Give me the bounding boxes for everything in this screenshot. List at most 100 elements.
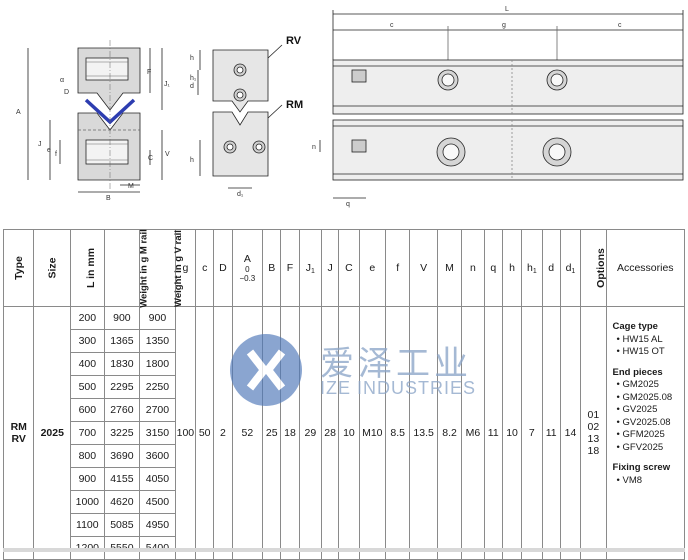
cell-length: 300 bbox=[70, 329, 105, 353]
cell-weight-v: 4500 bbox=[139, 490, 176, 514]
accessory-group-title: Cage type bbox=[612, 321, 658, 332]
cell-f: 18 bbox=[280, 306, 300, 560]
svg-text:M: M bbox=[128, 183, 134, 190]
side-view-drawing bbox=[319, 10, 684, 199]
header-h1: h1 bbox=[521, 229, 543, 307]
cell-f: 8.5 bbox=[385, 306, 411, 560]
header-accessories: Accessories bbox=[605, 229, 686, 307]
svg-text:J: J bbox=[38, 141, 42, 148]
svg-text:c: c bbox=[390, 22, 394, 29]
cell-h: 10 bbox=[501, 306, 523, 560]
svg-text:D: D bbox=[64, 89, 69, 96]
accessory-item: GV2025 bbox=[613, 404, 684, 417]
cell-j: 28 bbox=[321, 306, 340, 560]
cell-length: 700 bbox=[70, 421, 105, 445]
svg-text:J₁: J₁ bbox=[164, 81, 171, 88]
header-m: M bbox=[436, 229, 463, 307]
cell-d: 11 bbox=[541, 306, 561, 560]
header-type: Type bbox=[2, 229, 35, 307]
cell-length: 900 bbox=[70, 467, 105, 491]
cell-weight-m: 3690 bbox=[103, 444, 141, 468]
cell-length: 1100 bbox=[70, 513, 105, 537]
svg-text:α: α bbox=[60, 77, 64, 84]
header-f: f bbox=[385, 229, 411, 307]
cell-g: 100 bbox=[174, 306, 197, 560]
label-rv: RV bbox=[286, 35, 302, 47]
svg-text:f: f bbox=[55, 151, 57, 158]
cell-j1: 29 bbox=[298, 306, 323, 560]
accessory-item: HW15 AL bbox=[613, 334, 684, 347]
header-h: h bbox=[501, 229, 523, 307]
label-rm: RM bbox=[286, 99, 303, 111]
header-n: n bbox=[461, 229, 485, 307]
cell-weight-m: 3225 bbox=[103, 421, 141, 445]
header-size: Size bbox=[33, 229, 72, 307]
header-weight-v: Weight in g V rail bbox=[139, 229, 184, 307]
cross-section-dim-labels: A J e f F J₁ C V M B α D bbox=[16, 69, 171, 202]
svg-text:d: d bbox=[190, 83, 194, 90]
cell-weight-v: 4950 bbox=[139, 513, 176, 537]
header-e: e bbox=[358, 229, 387, 307]
svg-text:q: q bbox=[346, 201, 350, 208]
table-bottom-rule bbox=[3, 548, 685, 552]
svg-text:h: h bbox=[190, 157, 194, 164]
header-d: d bbox=[541, 229, 561, 307]
cell-length: 200 bbox=[70, 306, 105, 330]
svg-text:A: A bbox=[16, 109, 21, 116]
cell-weight-v: 3600 bbox=[139, 444, 176, 468]
accessory-item: GFM2025 bbox=[613, 429, 684, 442]
cell-weight-m: 4620 bbox=[103, 490, 141, 514]
option-item: 01 bbox=[587, 409, 600, 421]
svg-text:F: F bbox=[147, 69, 151, 76]
cell-q: 11 bbox=[483, 306, 503, 560]
cell-d: 2 bbox=[213, 306, 233, 560]
accessory-item: GFV2025 bbox=[613, 442, 684, 455]
header-options: Options bbox=[580, 229, 607, 307]
accessory-item: GM2025.08 bbox=[613, 392, 684, 405]
svg-text:C: C bbox=[148, 155, 153, 162]
header-f-upper: F bbox=[280, 229, 300, 307]
header-v: V bbox=[409, 229, 438, 307]
svg-text:h: h bbox=[190, 55, 194, 62]
cell-weight-v: 1350 bbox=[139, 329, 176, 353]
cell-size: 2025 bbox=[33, 306, 72, 560]
svg-text:h₁: h₁ bbox=[190, 75, 197, 82]
svg-text:L: L bbox=[505, 6, 509, 13]
accessory-item: GV2025.08 bbox=[613, 417, 684, 430]
header-c-upper: C bbox=[338, 229, 360, 307]
side-view-dim-labels: L c g c n q bbox=[312, 6, 622, 208]
header-l-mm: L in mm bbox=[70, 229, 105, 307]
cell-length: 500 bbox=[70, 375, 105, 399]
header-d-upper: D bbox=[213, 229, 233, 307]
cell-weight-v: 2250 bbox=[139, 375, 176, 399]
cell-length: 800 bbox=[70, 444, 105, 468]
option-item: 18 bbox=[587, 445, 600, 457]
cell-c: 50 bbox=[195, 306, 215, 560]
cell-weight-v: 900 bbox=[139, 306, 176, 330]
svg-text:n: n bbox=[312, 144, 316, 151]
cell-weight-m: 5085 bbox=[103, 513, 141, 537]
cell-length: 1000 bbox=[70, 490, 105, 514]
accessory-item: GM2025 bbox=[613, 379, 684, 392]
svg-text:g: g bbox=[502, 22, 506, 29]
cell-weight-m: 2295 bbox=[103, 375, 141, 399]
cell-length: 400 bbox=[70, 352, 105, 376]
cell-weight-v: 2700 bbox=[139, 398, 176, 422]
cell-weight-v: 4050 bbox=[139, 467, 176, 491]
cell-weight-m: 900 bbox=[103, 306, 141, 330]
technical-drawings: A J e f F J₁ C V M B α D h h₁ d h d₁ bbox=[16, 6, 684, 208]
header-c: c bbox=[195, 229, 215, 307]
cell-e: M10 bbox=[358, 306, 387, 560]
header-a: A 0 −0.3 bbox=[231, 229, 264, 307]
cell-b: 25 bbox=[262, 306, 282, 560]
header-d1: d1 bbox=[559, 229, 582, 307]
option-item: 02 bbox=[587, 421, 600, 433]
cell-weight-m: 1830 bbox=[103, 352, 141, 376]
